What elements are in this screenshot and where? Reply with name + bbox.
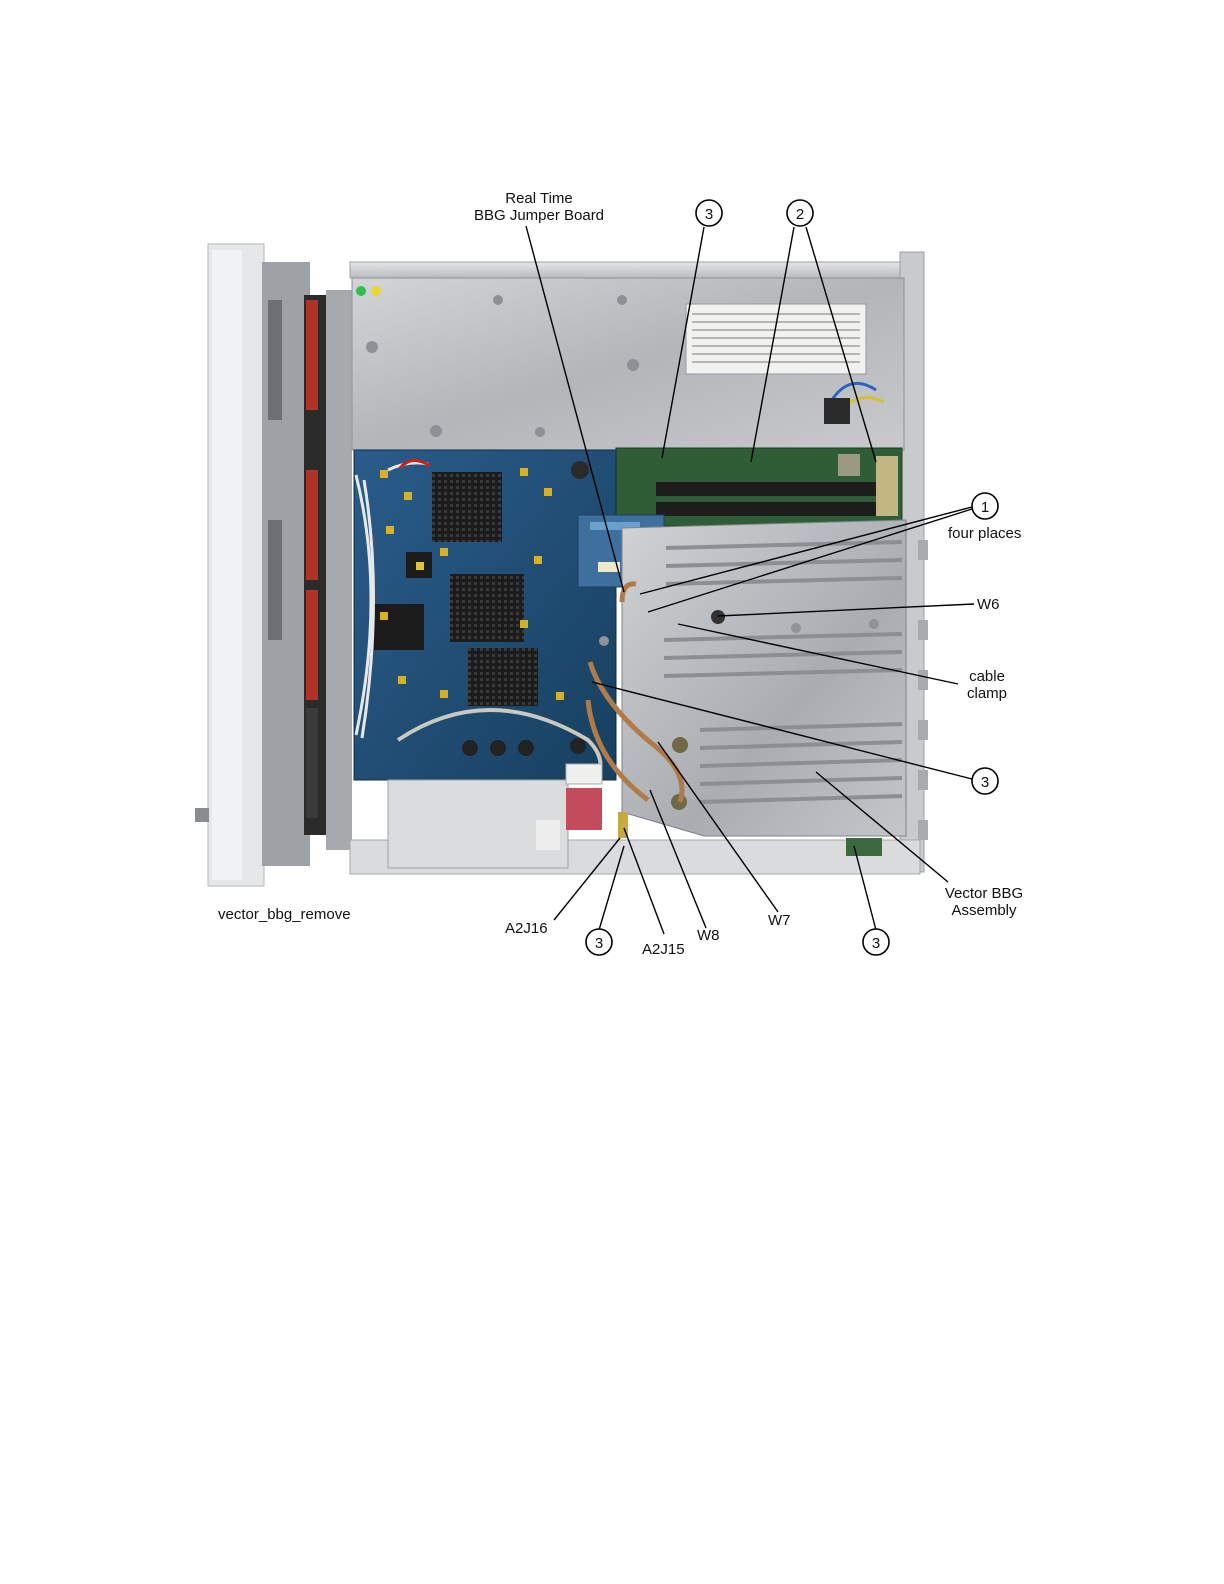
callout-number: 3 [981,774,989,791]
label-real-time-jumper-board: Real Time BBG Jumper Board [460,190,618,224]
baseband-board [354,450,616,780]
fan-assembly [304,290,352,850]
instrument-photo: 3 2 1 3 3 3 [0,0,1224,1000]
vector-bbg-assembly [599,520,906,856]
label-line: clamp [958,685,1016,702]
callout-number: 3 [705,206,713,223]
label-line: BBG Jumper Board [460,207,618,224]
cpu-board [616,448,902,526]
callout-number: 3 [595,935,603,952]
callout-number: 1 [981,499,989,516]
callout-number: 2 [796,206,804,223]
label-a2j15: A2J15 [642,941,685,958]
label-line: cable [958,668,1016,685]
label-line: Vector BBG [934,885,1034,902]
label-w8: W8 [697,927,720,944]
front-panel [195,244,310,886]
power-supply-shield [352,278,904,450]
label-line: Real Time [460,190,618,207]
label-cable-clamp: cable clamp [958,668,1016,702]
label-line: Assembly [934,902,1034,919]
label-four-places: four places [948,525,1021,542]
label-w6: W6 [977,596,1000,613]
label-vector-bbg-assembly: Vector BBG Assembly [934,885,1034,919]
label-a2j16: A2J16 [505,920,548,937]
vector-bbg-removal-figure: 3 2 1 3 3 3 Real Time BBG Jumper Board f… [0,0,1224,1000]
label-w7: W7 [768,912,791,929]
figure-caption: vector_bbg_remove [218,906,351,923]
callout-number: 3 [872,935,880,952]
